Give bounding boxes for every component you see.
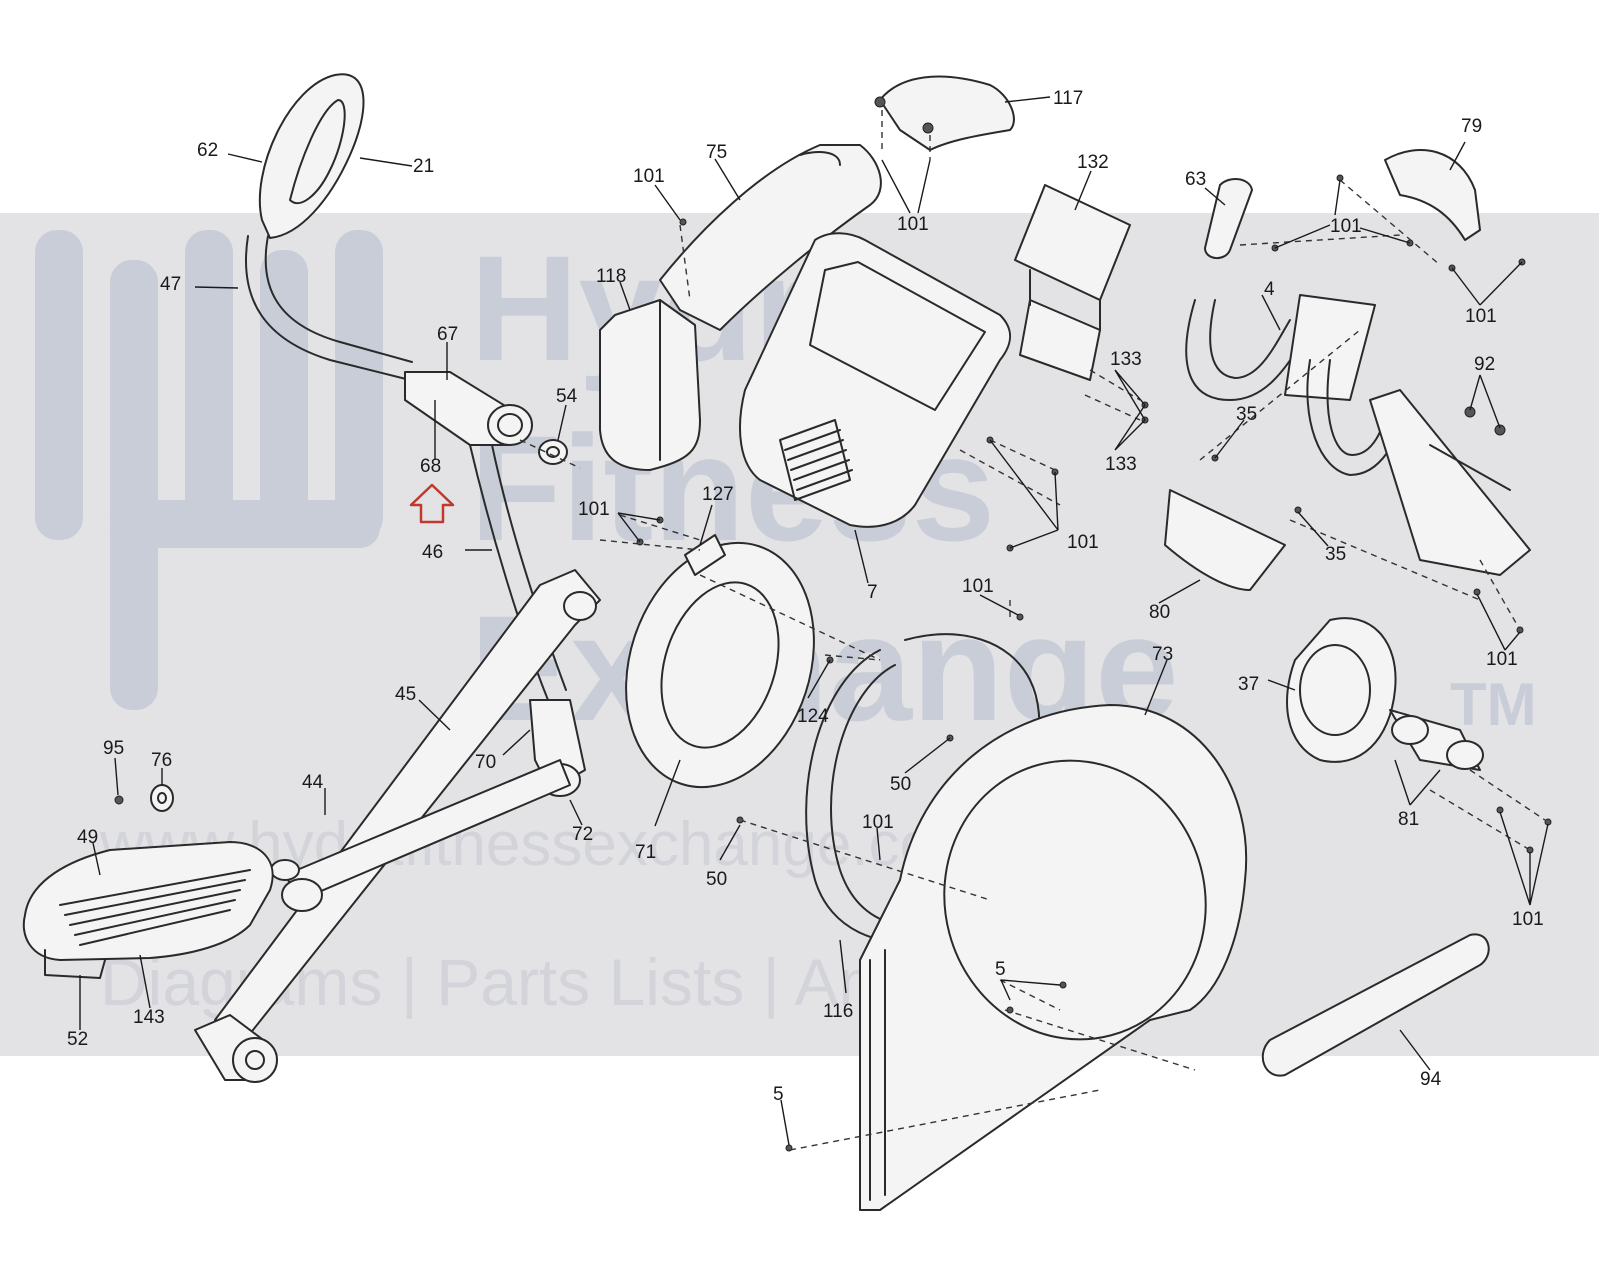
stabilizer-94 — [1261, 933, 1490, 1077]
shroud-117 — [874, 75, 1015, 151]
part-label-101j: 101 — [1512, 909, 1544, 930]
watermark-trademark: TM — [1450, 671, 1537, 738]
part-label-21: 21 — [413, 156, 434, 177]
roller-end — [194, 1014, 278, 1083]
part-label-45: 45 — [395, 684, 416, 705]
part-label-4: 4 — [1264, 279, 1275, 300]
part-label-101i: 101 — [1486, 649, 1518, 670]
part-label-37: 37 — [1238, 674, 1259, 695]
part-label-68: 68 — [420, 456, 441, 477]
tablet-holder-132 — [1014, 184, 1131, 381]
part-label-71: 71 — [635, 842, 656, 863]
part-label-101c: 101 — [1067, 532, 1099, 553]
assembly-lines — [519, 110, 1546, 1151]
console-7 — [739, 232, 1012, 528]
part-label-44: 44 — [302, 772, 324, 793]
upper-arm-pivot — [404, 371, 533, 446]
part-label-117: 117 — [1053, 88, 1083, 109]
part-label-81: 81 — [1398, 809, 1419, 830]
part-label-133a: 133 — [1110, 349, 1142, 370]
screw-95 — [114, 795, 124, 805]
bracket-80 — [1164, 489, 1286, 591]
part-label-116: 116 — [823, 1001, 853, 1022]
upper-arm-tube — [244, 235, 413, 381]
pedal-arm-44 — [270, 759, 571, 912]
housing-37 — [1286, 617, 1397, 763]
highlight-arrow-icon — [409, 483, 455, 524]
part-label-127: 127 — [702, 484, 734, 505]
part-label-72: 72 — [572, 824, 593, 845]
part-label-50a: 50 — [890, 774, 911, 795]
part-label-101d: 101 — [578, 499, 610, 520]
part-label-101b: 101 — [897, 214, 929, 235]
part-label-101h: 101 — [1465, 306, 1497, 327]
part-label-63: 63 — [1185, 169, 1206, 190]
part-label-79: 79 — [1461, 116, 1482, 137]
bracket-79 — [1384, 149, 1481, 241]
part-label-54: 54 — [556, 386, 578, 407]
part-label-49: 49 — [77, 827, 98, 848]
console-speaker-grille — [779, 419, 853, 501]
part-label-7: 7 — [867, 582, 878, 603]
disc-71 — [625, 541, 815, 789]
part-label-143: 143 — [133, 1007, 165, 1028]
clip-76 — [150, 784, 174, 812]
part-labels: 6221476768544645707244957649521431017511… — [67, 88, 1544, 1105]
part-label-52: 52 — [67, 1029, 88, 1050]
handlebar-4 — [1185, 294, 1531, 576]
part-label-5a: 5 — [995, 959, 1006, 980]
part-label-70: 70 — [475, 752, 496, 773]
part-label-5b: 5 — [773, 1084, 784, 1105]
part-label-94: 94 — [1420, 1069, 1442, 1090]
part-label-67: 67 — [437, 324, 458, 345]
part-label-76: 76 — [151, 750, 172, 771]
part-label-75: 75 — [706, 142, 727, 163]
pedal-arm-45 — [214, 569, 601, 1041]
part-label-132: 132 — [1077, 152, 1109, 173]
part-label-118: 118 — [596, 266, 626, 287]
bearing-54 — [538, 439, 568, 465]
shroud-73 — [859, 704, 1248, 1211]
part-label-80: 80 — [1149, 602, 1170, 623]
part-label-62: 62 — [197, 140, 218, 161]
part-label-133b: 133 — [1105, 454, 1137, 475]
part-label-101f: 101 — [862, 812, 894, 833]
part-label-46: 46 — [422, 542, 443, 563]
leader-lines — [79, 96, 1549, 1146]
part-label-92: 92 — [1474, 354, 1495, 375]
water-bottle-118 — [599, 299, 701, 471]
part-label-101e: 101 — [962, 576, 994, 597]
part-label-50b: 50 — [706, 869, 727, 890]
part-label-101g: 101 — [1330, 216, 1362, 237]
part-label-47: 47 — [160, 274, 181, 295]
pedal-49 — [22, 841, 274, 979]
part-label-101a: 101 — [633, 166, 665, 187]
part-label-35a: 35 — [1236, 404, 1257, 425]
watermark-logo-icon — [35, 230, 383, 710]
grip-63 — [1204, 178, 1253, 259]
part-label-124: 124 — [797, 706, 829, 727]
screws — [636, 174, 1552, 1152]
cover-75 — [659, 144, 882, 331]
part-label-35b: 35 — [1325, 544, 1346, 565]
part-label-95: 95 — [103, 738, 124, 759]
bearing-81 — [1389, 709, 1484, 771]
handlebar-grip — [258, 73, 365, 239]
clip-127 — [684, 534, 726, 576]
part-label-73: 73 — [1152, 644, 1173, 665]
